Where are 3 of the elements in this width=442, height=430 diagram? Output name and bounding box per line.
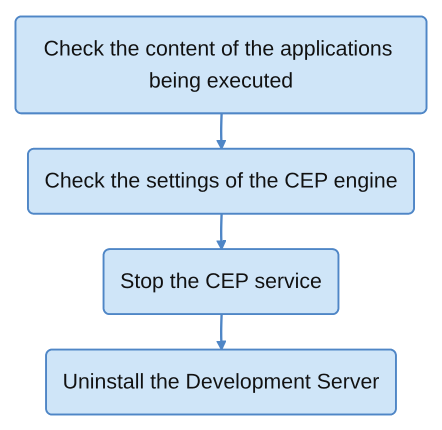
arrow [216, 214, 226, 250]
arrow [216, 113, 226, 150]
arrow [216, 314, 226, 350]
